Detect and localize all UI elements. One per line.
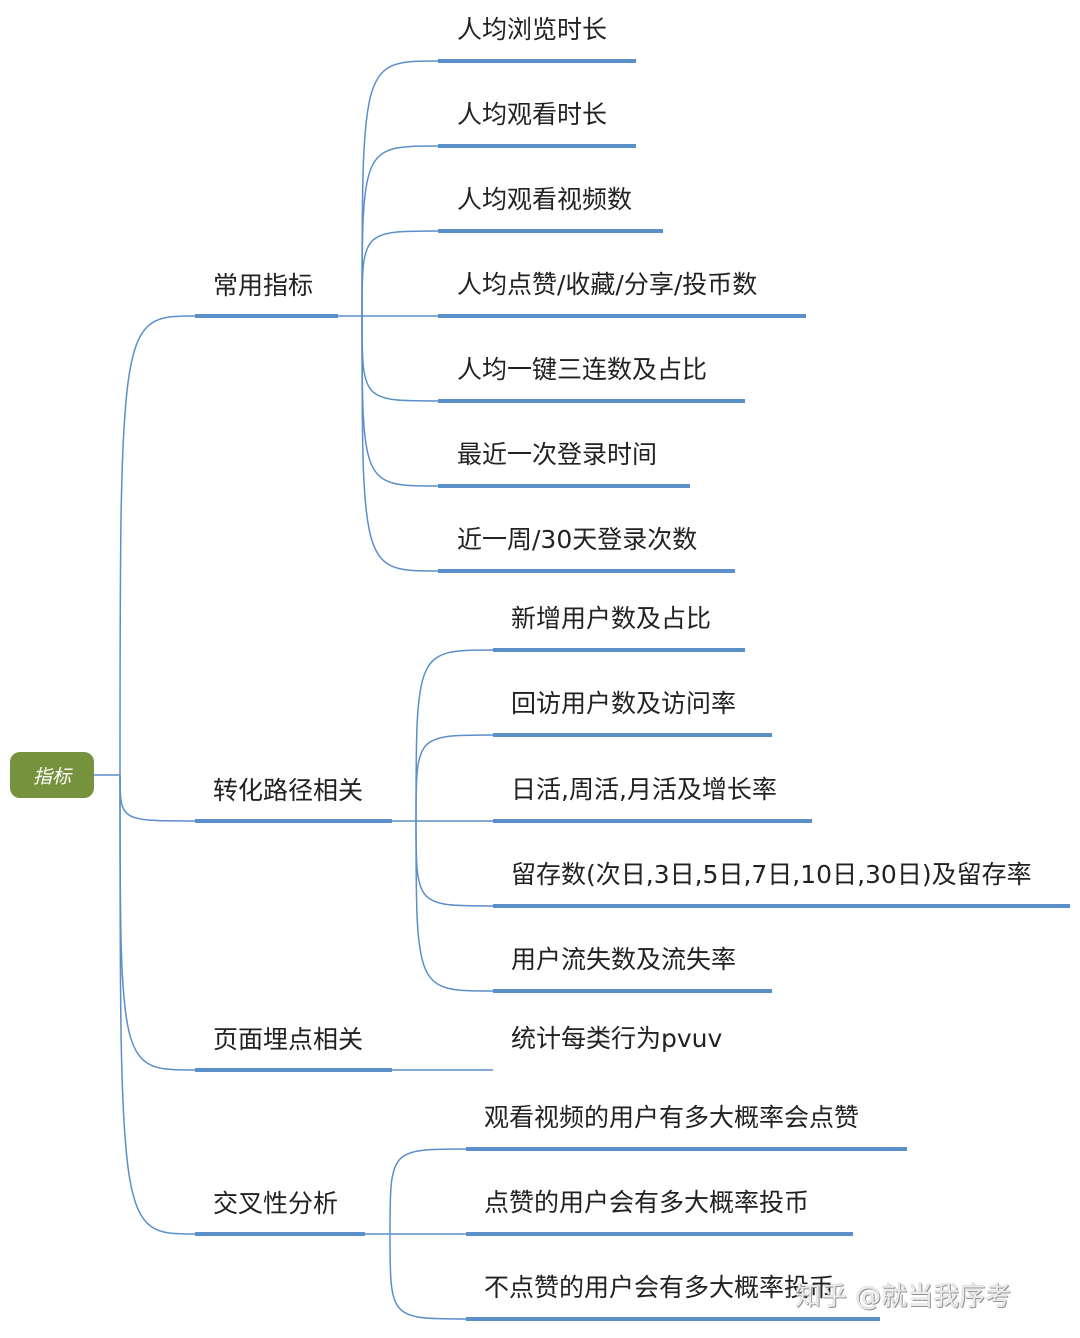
child-label[interactable]: 人均浏览时长 — [457, 15, 608, 44]
child-label[interactable]: 新增用户数及占比 — [511, 604, 712, 633]
branch-link — [119, 774, 196, 1071]
branch-link — [119, 315, 196, 776]
child-label[interactable]: 最近一次登录时间 — [457, 440, 658, 469]
child-label[interactable]: 人均一键三连数及占比 — [457, 355, 708, 384]
child-label[interactable]: 回访用户数及访问率 — [511, 689, 737, 718]
child-label[interactable]: 人均观看时长 — [457, 100, 608, 129]
child-label[interactable]: 人均观看视频数 — [457, 185, 633, 214]
branch-label[interactable]: 页面埋点相关 — [213, 1025, 364, 1054]
child-link — [361, 315, 439, 402]
child-label[interactable]: 留存数(次日,3日,5日,7日,10日,30日)及留存率 — [511, 860, 1032, 889]
child-link — [415, 820, 494, 992]
branch-link — [119, 774, 196, 822]
branch-label[interactable]: 交叉性分析 — [213, 1189, 339, 1218]
child-label[interactable]: 人均点赞/收藏/分享/投币数 — [457, 270, 758, 299]
child-link — [415, 820, 494, 907]
branch-label[interactable]: 转化路径相关 — [213, 776, 364, 805]
watermark: 知乎 @就当我序考 — [795, 1282, 1012, 1312]
branch-link — [119, 774, 196, 1235]
child-link — [361, 60, 439, 317]
child-label[interactable]: 点赞的用户会有多大概率投币 — [484, 1188, 810, 1217]
root-label: 指标 — [32, 765, 71, 788]
child-label[interactable]: 不点赞的用户会有多大概率投币 — [484, 1273, 835, 1302]
child-link — [415, 734, 494, 822]
child-link — [389, 1148, 467, 1235]
child-label[interactable]: 观看视频的用户有多大概率会点赞 — [484, 1103, 860, 1132]
child-link — [361, 145, 439, 317]
branch-label[interactable]: 常用指标 — [213, 271, 314, 300]
child-label[interactable]: 用户流失数及流失率 — [511, 945, 737, 974]
child-link — [389, 1233, 467, 1320]
child-link — [415, 649, 494, 822]
child-label[interactable]: 统计每类行为pvuv — [511, 1024, 723, 1053]
root-node[interactable]: 指标 — [10, 752, 94, 798]
child-link — [361, 230, 439, 317]
child-label[interactable]: 近一周/30天登录次数 — [457, 525, 698, 554]
child-link — [361, 315, 439, 572]
child-label[interactable]: 日活,周活,月活及增长率 — [511, 775, 777, 804]
